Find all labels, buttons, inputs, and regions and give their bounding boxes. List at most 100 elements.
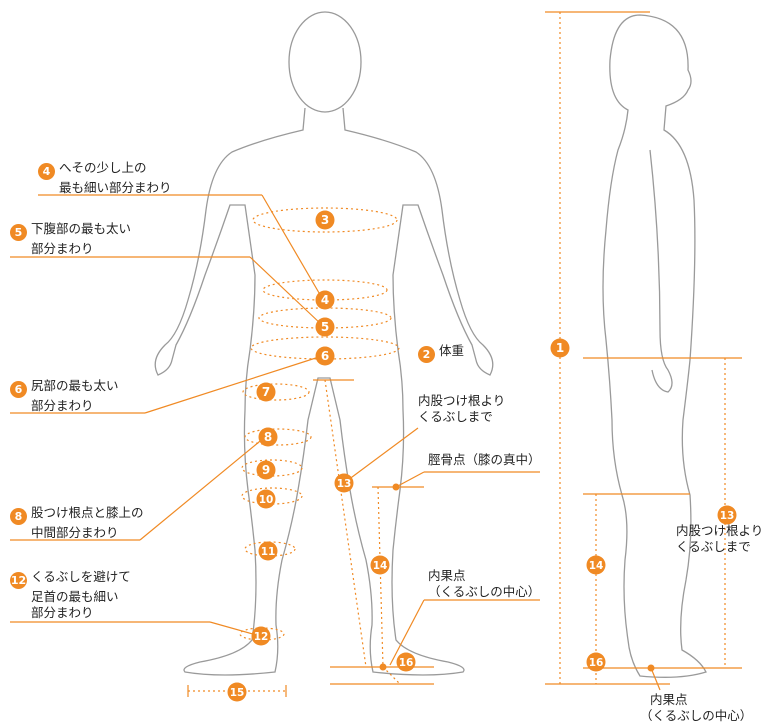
girth-10 — [241, 487, 303, 505]
annotation-2-line1: 体重 — [439, 343, 465, 358]
badge-6: 6 — [10, 381, 27, 398]
leader-8b — [139, 436, 266, 541]
annotation-8: 8 股つけ根点と膝上の 中間部分まわり — [10, 505, 144, 541]
front-body-outline — [154, 107, 494, 676]
girth-4 — [262, 279, 388, 301]
leader-12b — [209, 621, 261, 637]
svg-text:14: 14 — [589, 560, 604, 572]
annotation-5-line1: 下腹部の最も太い — [31, 221, 132, 236]
svg-text:5: 5 — [321, 320, 329, 334]
leader-knee-b — [395, 471, 425, 488]
marker-6: 6 — [315, 346, 335, 366]
annotation-6: 6 尻部の最も太い 部分まわり — [10, 378, 119, 414]
girth-3 — [252, 207, 398, 233]
knee-dot — [392, 483, 400, 491]
svg-text:6: 6 — [321, 349, 329, 363]
annotation-2: 2 体重 — [418, 343, 464, 363]
crotch-side-line1: 内股つけ根より — [676, 523, 764, 538]
svg-text:16: 16 — [399, 657, 414, 669]
svg-text:16: 16 — [589, 657, 604, 669]
badge-8: 8 — [10, 508, 27, 525]
annotation-4-line2: 最も細い部分まわり — [59, 180, 172, 195]
badge-2: 2 — [418, 346, 435, 363]
marker-13: 13 — [334, 473, 354, 493]
svg-text:1: 1 — [556, 341, 564, 355]
annotation-12-line2: 足首の最も細い — [31, 589, 119, 604]
annotation-5-line2: 部分まわり — [31, 241, 94, 256]
side-arm-outline — [649, 149, 673, 393]
side-body-outline — [602, 14, 707, 678]
leader-ankle-b — [389, 599, 425, 666]
marker-14-side: 14 — [586, 555, 606, 575]
marker-9: 9 — [256, 460, 276, 480]
badge-5: 5 — [10, 224, 27, 241]
badge-12: 12 — [10, 572, 27, 589]
leader-13 — [343, 427, 419, 484]
svg-text:13: 13 — [337, 478, 352, 490]
annotation-8-line1: 股つけ根点と膝上の — [31, 505, 144, 520]
side-figure — [602, 14, 707, 678]
annotation-12-line3: 部分まわり — [31, 605, 94, 620]
svg-text:11: 11 — [261, 546, 276, 558]
marker-16-side: 16 — [586, 652, 606, 672]
marker-14: 14 — [370, 555, 390, 575]
annotation-12-line1: くるぶしを避けて — [31, 569, 131, 584]
girth-9 — [241, 459, 303, 477]
svg-text:10: 10 — [259, 494, 274, 506]
svg-text:12: 12 — [254, 631, 269, 643]
badge-4: 4 — [38, 163, 55, 180]
girth-7 — [242, 383, 310, 401]
front-ankle-dotted — [382, 666, 401, 685]
point-dots — [379, 483, 655, 672]
ankle-front-line1: 内果点 — [428, 568, 466, 583]
girth-8 — [244, 428, 312, 446]
side-ankle-dot — [647, 664, 655, 672]
annotation-6-line1: 尻部の最も太い — [31, 378, 119, 393]
leader-5b — [249, 256, 323, 326]
side-ankle-leader — [650, 667, 661, 691]
svg-text:9: 9 — [262, 463, 270, 477]
ankle-side-line1: 内果点 — [650, 692, 688, 707]
annotation-5: 5 下腹部の最も太い 部分まわり — [10, 221, 131, 257]
svg-text:3: 3 — [321, 213, 329, 227]
ankle-front-line2: （くるぶしの中心） — [428, 584, 541, 599]
ankle-side-line2: （くるぶしの中心） — [640, 708, 753, 723]
annotation-6-line2: 部分まわり — [31, 398, 94, 413]
marker-15: 15 — [227, 682, 247, 702]
annotation-ankle-front: 内果点 （くるぶしの中心） — [428, 568, 540, 600]
svg-text:7: 7 — [262, 385, 270, 399]
marker-4: 4 — [315, 290, 335, 310]
svg-text:8: 8 — [264, 430, 272, 444]
front-figure — [154, 11, 494, 676]
knee-point-line1: 脛骨点（膝の真中） — [428, 452, 541, 467]
front-knee-dotted — [377, 486, 384, 668]
annotation-8-line2: 中間部分まわり — [31, 525, 119, 540]
ankle-dot — [379, 663, 387, 671]
foot-width-ticks — [187, 685, 287, 697]
crotch-side-line2: くるぶしまで — [676, 539, 751, 554]
svg-text:13: 13 — [720, 510, 735, 522]
svg-text:14: 14 — [373, 560, 388, 572]
svg-text:4: 4 — [321, 293, 329, 307]
marker-3: 3 — [315, 210, 335, 230]
marker-11: 11 — [258, 541, 278, 561]
marker-13-side: 13 — [717, 505, 737, 525]
annotation-crotch-front: 内股つけ根より くるぶしまで — [418, 393, 505, 425]
marker-16: 16 — [396, 652, 416, 672]
marker-10: 10 — [256, 489, 276, 509]
annotation-12: 12 くるぶしを避けて 足首の最も細い 部分まわり — [10, 569, 131, 621]
svg-text:15: 15 — [230, 687, 245, 699]
annotation-ankle-side: 内果点 （くるぶしの中心） — [640, 692, 752, 724]
marker-7: 7 — [256, 382, 276, 402]
girth-5 — [258, 307, 392, 329]
marker-12: 12 — [251, 626, 271, 646]
leader-6b — [144, 355, 323, 414]
marker-5: 5 — [315, 317, 335, 337]
marker-1: 1 — [550, 338, 570, 358]
leader-4b — [261, 194, 323, 299]
crotch-front-line1: 内股つけ根より — [418, 393, 506, 408]
front-inseam-dotted — [324, 379, 367, 668]
